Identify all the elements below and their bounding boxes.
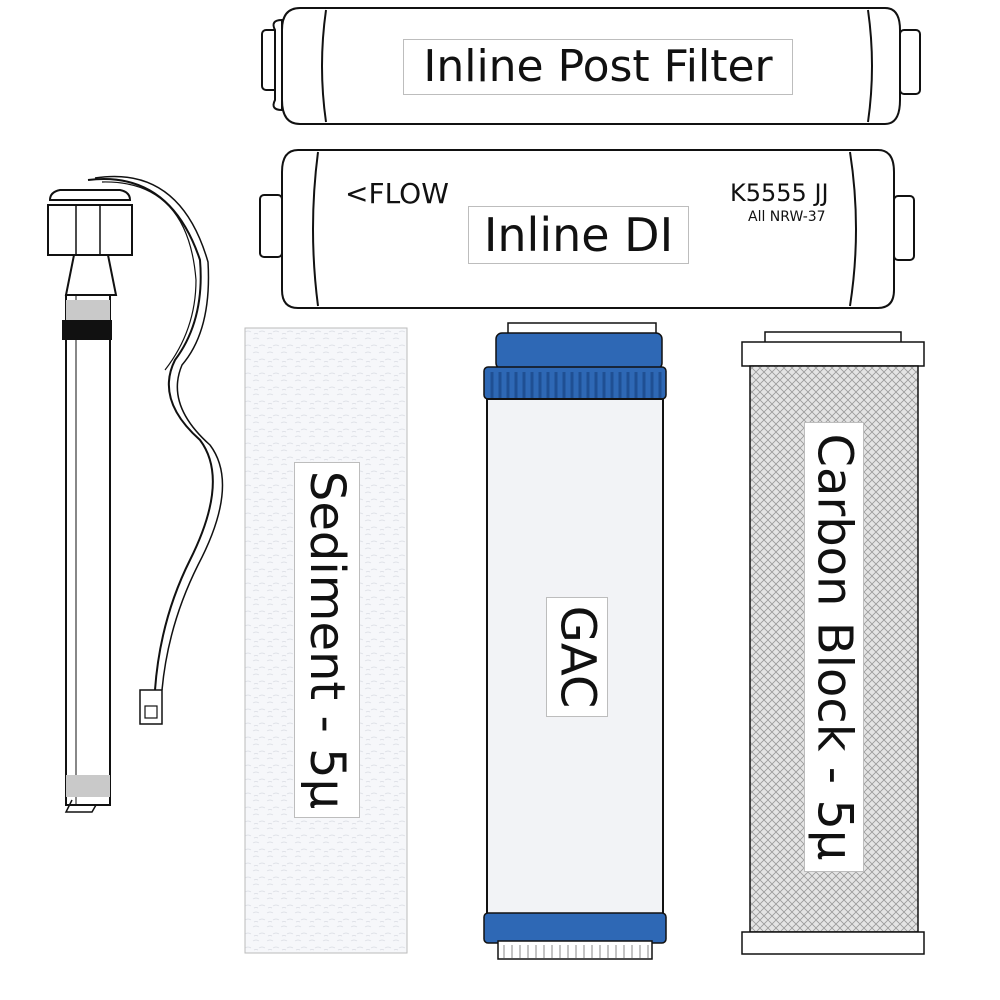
gac-label: GAC [546,597,608,717]
carbon-block-label: Carbon Block - 5µ [804,422,864,872]
di-model-text: K5555 JJ [730,179,829,207]
carbon-block-text: Carbon Block - 5µ [806,433,863,861]
uv-lamp [47,175,224,813]
gac-text: GAC [549,605,606,709]
inline-post-filter-text: Inline Post Filter [423,41,773,92]
inline-di-text: Inline DI [483,208,674,262]
sediment-label: Sediment - 5µ [294,462,360,818]
inline-di-label: Inline DI [468,206,689,264]
di-submodel-text: All NRW-37 [748,209,826,225]
sediment-text: Sediment - 5µ [299,470,355,810]
inline-post-filter-label: Inline Post Filter [403,39,793,95]
flow-direction-text: <FLOW [345,177,449,210]
